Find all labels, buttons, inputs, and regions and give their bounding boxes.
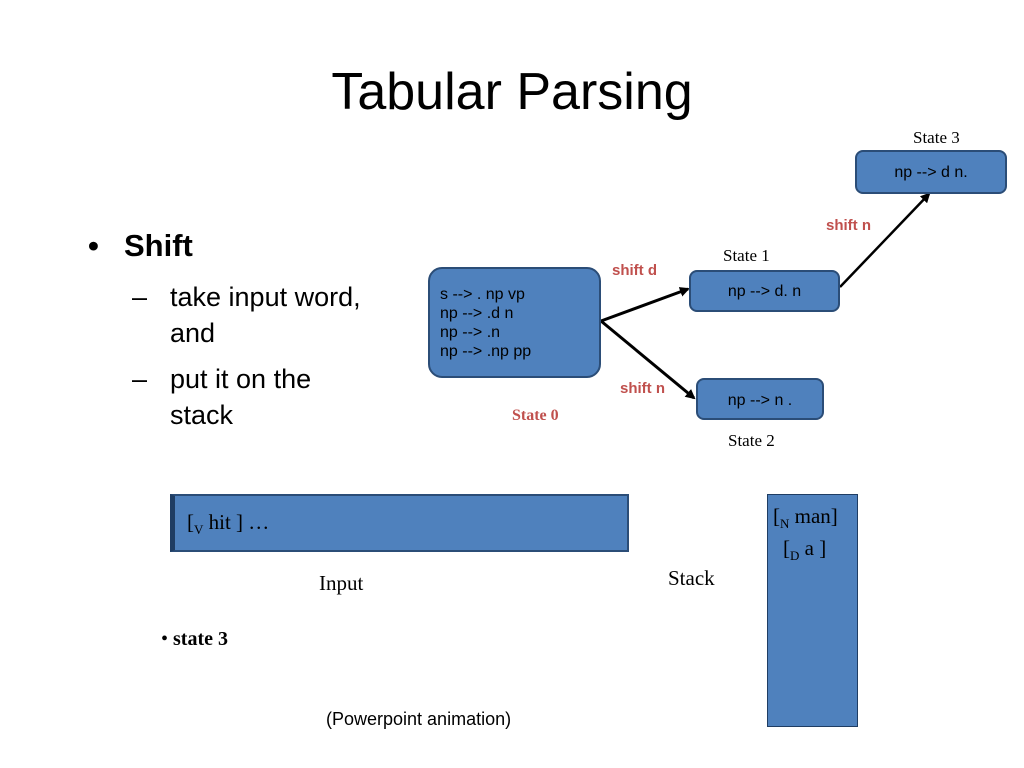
state3-label: State 3 — [913, 128, 960, 147]
stack-category: N — [780, 516, 790, 532]
stack-open-bracket: [ — [783, 536, 790, 560]
shift-n-upper-label: shift n — [826, 217, 871, 234]
stack-item: [N man] — [773, 504, 838, 532]
bullet-dot: • — [88, 228, 99, 263]
footer-note: (Powerpoint animation) — [326, 709, 512, 729]
state0-label: State 0 — [512, 407, 559, 424]
input-label: Input — [319, 571, 364, 595]
input-content: [V hit ] … — [187, 510, 269, 538]
subbullet-dash: – — [132, 364, 148, 394]
state0-rule: np --> .n — [440, 324, 501, 341]
stack-label: Stack — [668, 566, 715, 590]
state1-rule: np --> d. n — [727, 283, 802, 300]
state2-rule: np --> n . — [727, 392, 793, 409]
state0-box: s --> . np vp np --> .d n np --> .n np -… — [428, 267, 601, 378]
stack-item: [D a ] — [783, 536, 826, 564]
state1-label: State 1 — [723, 246, 770, 265]
subbullet-1: – take input word, and — [132, 279, 372, 351]
stack-category: D — [790, 548, 800, 564]
stack-column: [N man] [D a ] — [767, 494, 858, 727]
arrow-shift-n-lower — [600, 319, 696, 400]
state1-box: np --> d. n — [689, 270, 840, 312]
arrow-shift-n-upper — [839, 192, 931, 288]
subbullet-text: take input word, and — [170, 282, 361, 348]
state2-box: np --> n . — [696, 378, 824, 420]
input-open-bracket: [ — [187, 510, 194, 534]
state2-label: State 2 — [728, 431, 775, 450]
state0-rule: s --> . np vp — [440, 286, 525, 303]
bullet-text: Shift — [124, 228, 193, 263]
state3-box: np --> d n. — [855, 150, 1007, 194]
slide-title: Tabular Parsing — [331, 63, 693, 121]
input-bar: [V hit ] … — [170, 494, 629, 552]
note-bullet: • — [161, 628, 169, 650]
state0-rule: np --> .d n — [440, 305, 514, 322]
note-text: state 3 — [173, 628, 228, 650]
input-category: V — [194, 522, 204, 538]
shift-d-label: shift d — [612, 262, 657, 279]
state3-rule: np --> d n. — [894, 164, 968, 181]
state-note: • state 3 — [161, 628, 228, 651]
shift-n-lower-label: shift n — [620, 380, 665, 397]
input-word: hit ] … — [203, 510, 270, 534]
bullet-shift: • Shift — [88, 228, 193, 264]
subbullet-text: put it on the stack — [170, 364, 312, 430]
arrow-shift-d — [600, 287, 690, 323]
subbullet-dash: – — [132, 282, 148, 312]
state0-rule: np --> .np pp — [440, 343, 532, 360]
stack-word: man] — [789, 504, 838, 528]
stack-open-bracket: [ — [773, 504, 780, 528]
stack-word: a ] — [799, 536, 827, 560]
subbullet-2: – put it on the stack — [132, 361, 372, 433]
